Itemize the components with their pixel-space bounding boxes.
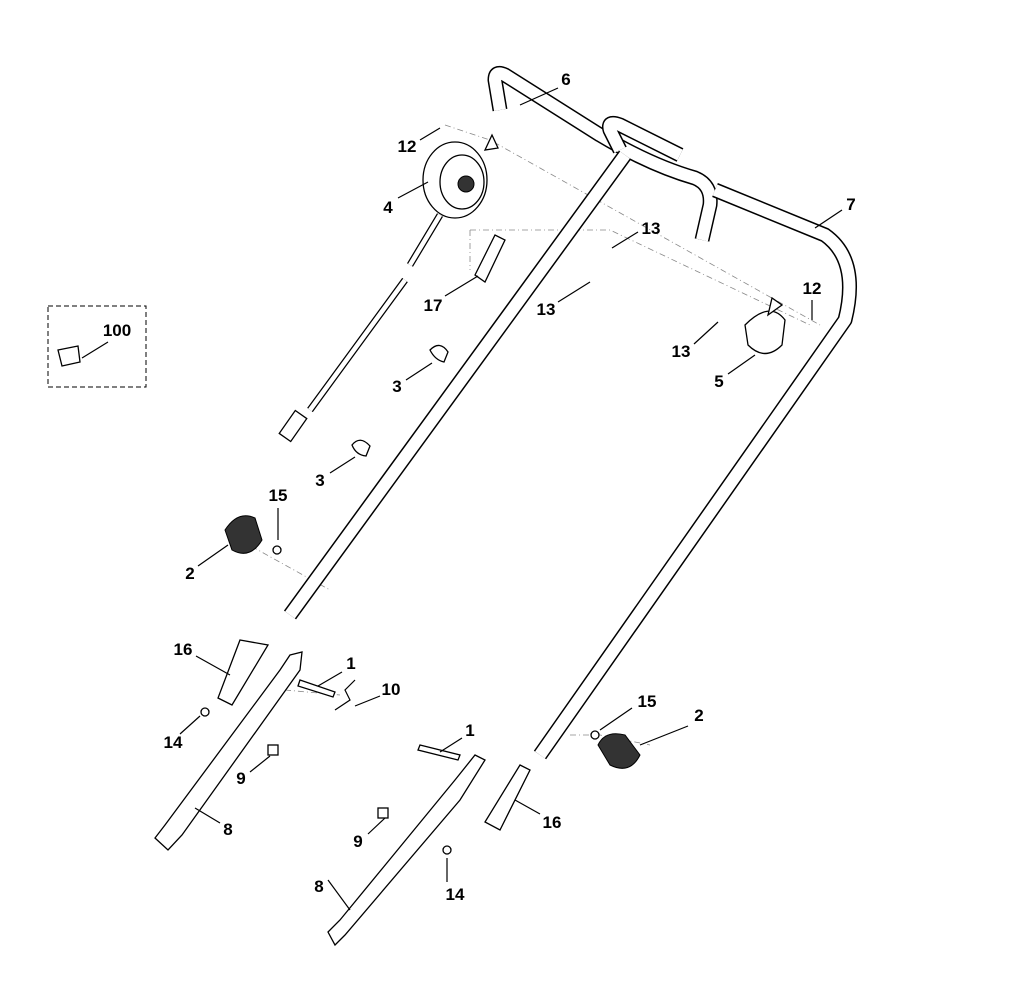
part-label-15: 15 xyxy=(268,486,288,505)
part-label-12: 12 xyxy=(397,137,417,156)
part-label-6: 6 xyxy=(561,70,571,89)
part-label-17: 17 xyxy=(423,296,443,315)
part-label-15: 15 xyxy=(637,692,657,711)
part-label-100: 100 xyxy=(102,321,132,340)
alignment-lines xyxy=(239,124,821,746)
upper-handle-6 xyxy=(283,65,718,620)
small-parts xyxy=(57,234,786,855)
part-label-10: 10 xyxy=(381,680,401,699)
part-label-14: 14 xyxy=(445,885,465,904)
part-label-14: 14 xyxy=(163,733,183,752)
part-label-8: 8 xyxy=(223,820,233,839)
part-label-2: 2 xyxy=(185,564,195,583)
part-label-1: 1 xyxy=(465,721,475,740)
part-label-7: 7 xyxy=(846,195,856,214)
bracket-8-right xyxy=(327,754,486,947)
lower-handle-7 xyxy=(533,183,857,760)
bowden-cable xyxy=(278,213,444,443)
part-label-13: 13 xyxy=(536,300,556,319)
part-label-13: 13 xyxy=(641,219,661,238)
part-label-12: 12 xyxy=(802,279,822,298)
part-label-9: 9 xyxy=(236,769,246,788)
part-label-16: 16 xyxy=(173,640,193,659)
part-label-3: 3 xyxy=(392,377,402,396)
kit-box-100 xyxy=(47,305,147,388)
bracket-8-left xyxy=(154,651,303,851)
part-label-5: 5 xyxy=(714,372,724,391)
part-label-4: 4 xyxy=(383,198,393,217)
control-housing-4 xyxy=(422,133,499,219)
part-label-8: 8 xyxy=(314,877,324,896)
leader-lines xyxy=(81,87,843,911)
part-label-1: 1 xyxy=(346,654,356,673)
part-label-2: 2 xyxy=(694,706,704,725)
part-label-13: 13 xyxy=(671,342,691,361)
part-label-16: 16 xyxy=(542,813,562,832)
part-label-9: 9 xyxy=(353,832,363,851)
part-label-3: 3 xyxy=(315,471,325,490)
